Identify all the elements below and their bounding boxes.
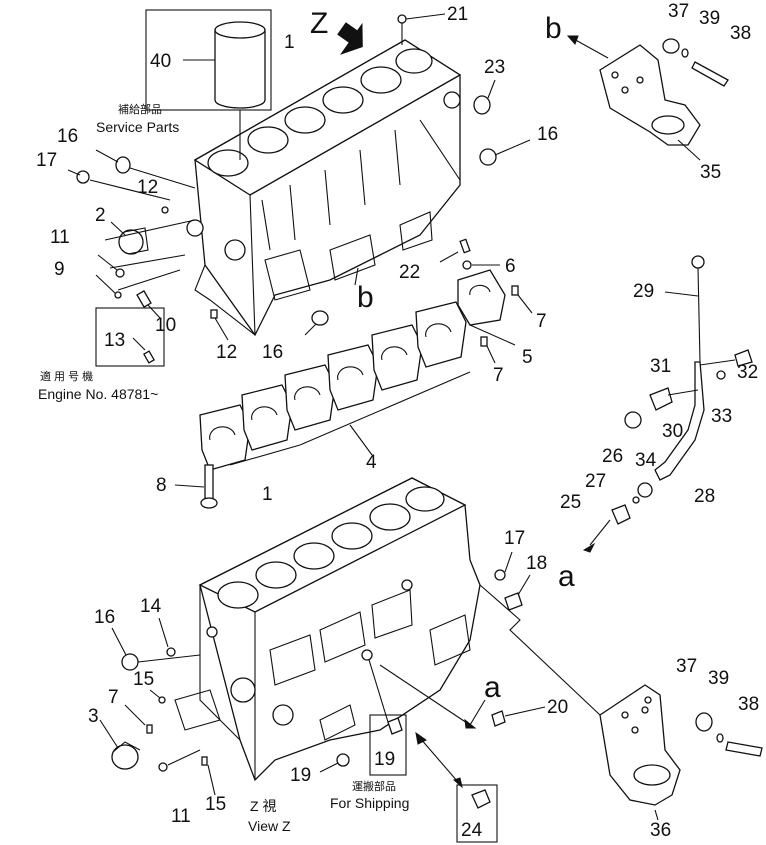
callout-23: 23 (484, 57, 505, 78)
callout-38-top: 38 (730, 23, 751, 44)
bolt-8 (174, 464, 218, 509)
callout-7-c: 7 (108, 687, 119, 708)
callout-19-a: 19 (374, 749, 395, 770)
callout-17-left: 17 (36, 150, 57, 171)
callout-20: 20 (547, 697, 568, 718)
callout-12-a: 12 (137, 177, 158, 198)
cylinder-liner-40 (145, 9, 272, 160)
engine-number-en: Engine No. 48781~ (38, 386, 158, 402)
callout-15-b: 15 (205, 794, 226, 815)
callout-labels: Z 40 1 21 23 16 補給部品 Service Parts 16 17… (36, 1, 759, 841)
view-letter-z: Z (310, 7, 328, 40)
callout-16-right: 16 (537, 124, 558, 145)
callout-26: 26 (602, 446, 623, 467)
callout-9: 9 (54, 259, 65, 280)
plug-16-right (479, 139, 531, 166)
callout-7-a: 7 (536, 311, 547, 332)
seal-23 (473, 79, 496, 115)
callout-31: 31 (650, 356, 671, 377)
callout-27: 27 (585, 471, 606, 492)
view-letter-b-top: b (545, 12, 562, 45)
view-letter-a-middle: a (484, 671, 501, 704)
callout-38-bottom: 38 (738, 694, 759, 715)
callout-16-bottom: 16 (94, 607, 115, 628)
callout-1-bottom: 1 (262, 484, 273, 505)
callout-24: 24 (461, 820, 483, 841)
shipping-jp: 運搬部品 (352, 779, 396, 793)
callout-36: 36 (650, 820, 671, 841)
callout-39-top: 39 (699, 8, 720, 29)
main-bearing-caps-4 (199, 301, 471, 471)
callout-40: 40 (150, 51, 171, 72)
callout-11-a: 11 (50, 227, 70, 248)
view-z-en: View Z (248, 818, 291, 834)
bracket-35-top (566, 35, 729, 161)
view-z-arrow (337, 22, 363, 55)
callout-10: 10 (155, 315, 176, 336)
callout-37-bottom: 37 (676, 656, 697, 677)
callout-5: 5 (522, 347, 533, 368)
callout-1-top: 1 (284, 32, 295, 53)
callout-32: 32 (737, 362, 758, 383)
right-parts-lower (319, 551, 546, 776)
cylinder-block-lower (174, 477, 481, 782)
shipping-bolt-24 (415, 731, 498, 843)
dipstick-assembly (582, 255, 753, 553)
view-z-jp: Z 視 (250, 798, 276, 814)
left-parts-upper (67, 149, 329, 367)
engine-number-jp: 適 用 号 機 (40, 369, 93, 383)
callout-19-b: 19 (290, 765, 311, 786)
callout-39-bottom: 39 (708, 668, 729, 689)
callout-13: 13 (104, 330, 125, 351)
callout-3: 3 (88, 706, 99, 727)
callout-21: 21 (447, 4, 468, 25)
callout-33: 33 (711, 406, 732, 427)
callout-14: 14 (140, 596, 162, 617)
callout-4: 4 (366, 452, 377, 473)
callout-22: 22 (399, 262, 420, 283)
callout-6: 6 (505, 256, 516, 277)
view-letter-b-middle: b (357, 281, 374, 314)
callout-18: 18 (526, 553, 547, 574)
callout-11-b: 11 (171, 806, 191, 827)
callout-16-middle: 16 (262, 342, 283, 363)
callout-16-left: 16 (57, 126, 78, 147)
callout-34: 34 (635, 450, 657, 471)
service-parts-en: Service Parts (96, 119, 179, 135)
callout-30: 30 (662, 421, 683, 442)
shipping-en: For Shipping (330, 795, 409, 811)
callout-15-a: 15 (133, 669, 154, 690)
callout-29: 29 (633, 281, 654, 302)
callout-7-b: 7 (493, 365, 504, 386)
callout-17-right: 17 (504, 528, 525, 549)
plug-21 (397, 13, 446, 45)
callout-25: 25 (560, 492, 581, 513)
callout-28: 28 (694, 486, 715, 507)
cylinder-block-upper (186, 39, 462, 337)
bracket-36-bottom (479, 584, 763, 821)
callout-12-b: 12 (216, 342, 237, 363)
view-letter-a-left: a (558, 560, 575, 593)
left-parts-lower (99, 617, 216, 796)
callout-35: 35 (700, 162, 721, 183)
callout-8: 8 (156, 475, 167, 496)
callout-37-top: 37 (668, 1, 689, 22)
service-parts-jp: 補給部品 (118, 102, 162, 116)
callout-2: 2 (95, 205, 106, 226)
